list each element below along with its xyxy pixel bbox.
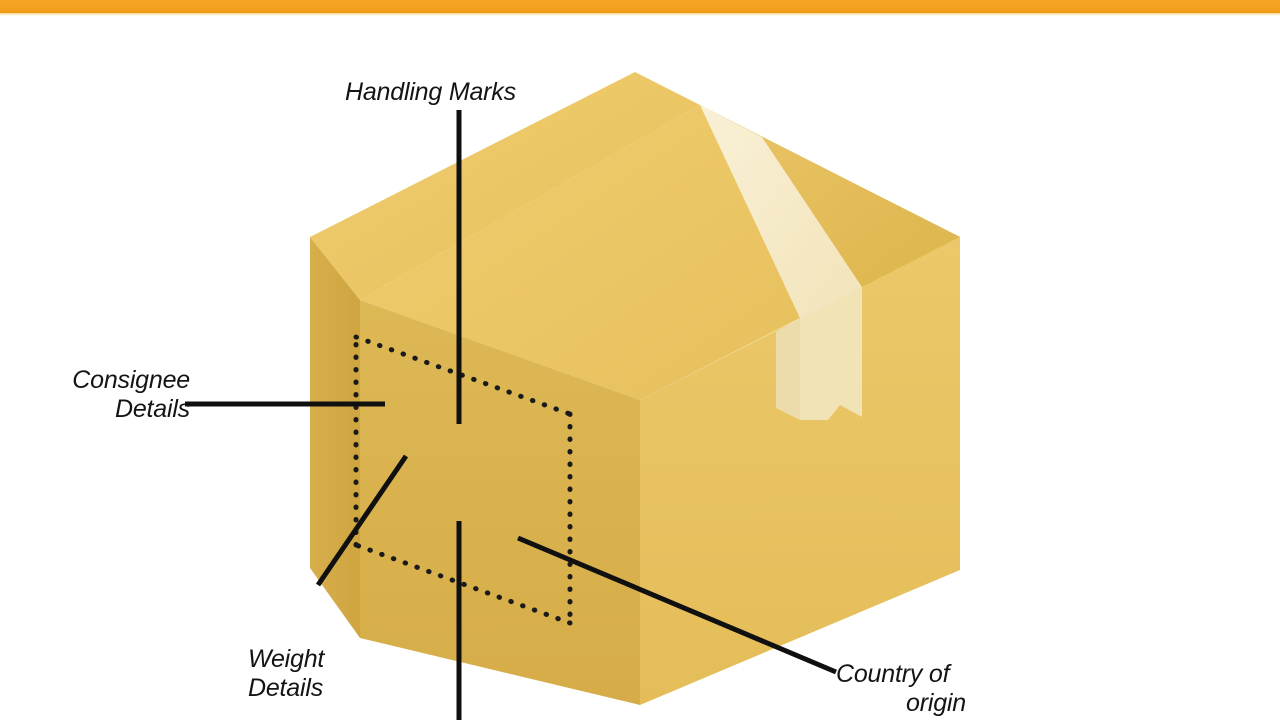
callout-consignee-line2: Details	[114, 395, 190, 423]
callout-consignee-line1: Consignee	[72, 366, 190, 394]
orange-accent-bar	[0, 0, 1280, 13]
box-left-face	[310, 237, 360, 638]
packing-tape-top	[700, 105, 862, 318]
box-top-plate-left-of-tape	[360, 105, 800, 400]
callout-weight-line1: Weight	[248, 645, 325, 673]
dotted-label-outline	[353, 334, 573, 626]
accent-bar-underline	[0, 13, 1280, 16]
callout-country-line2: origin	[906, 689, 966, 717]
callout-country-line1: Country of	[836, 660, 950, 688]
leader-country	[517, 535, 837, 675]
box-top-plate-right-of-tape	[762, 137, 960, 287]
callout-handling-marks: Handling Marks	[345, 78, 516, 106]
leader-lines	[185, 110, 837, 720]
callout-weight-line2: Details	[248, 674, 324, 702]
box-right-face	[640, 237, 960, 705]
packing-tape-flap	[776, 287, 862, 420]
box-top-left-facet	[310, 72, 700, 300]
leader-weight	[315, 454, 409, 587]
